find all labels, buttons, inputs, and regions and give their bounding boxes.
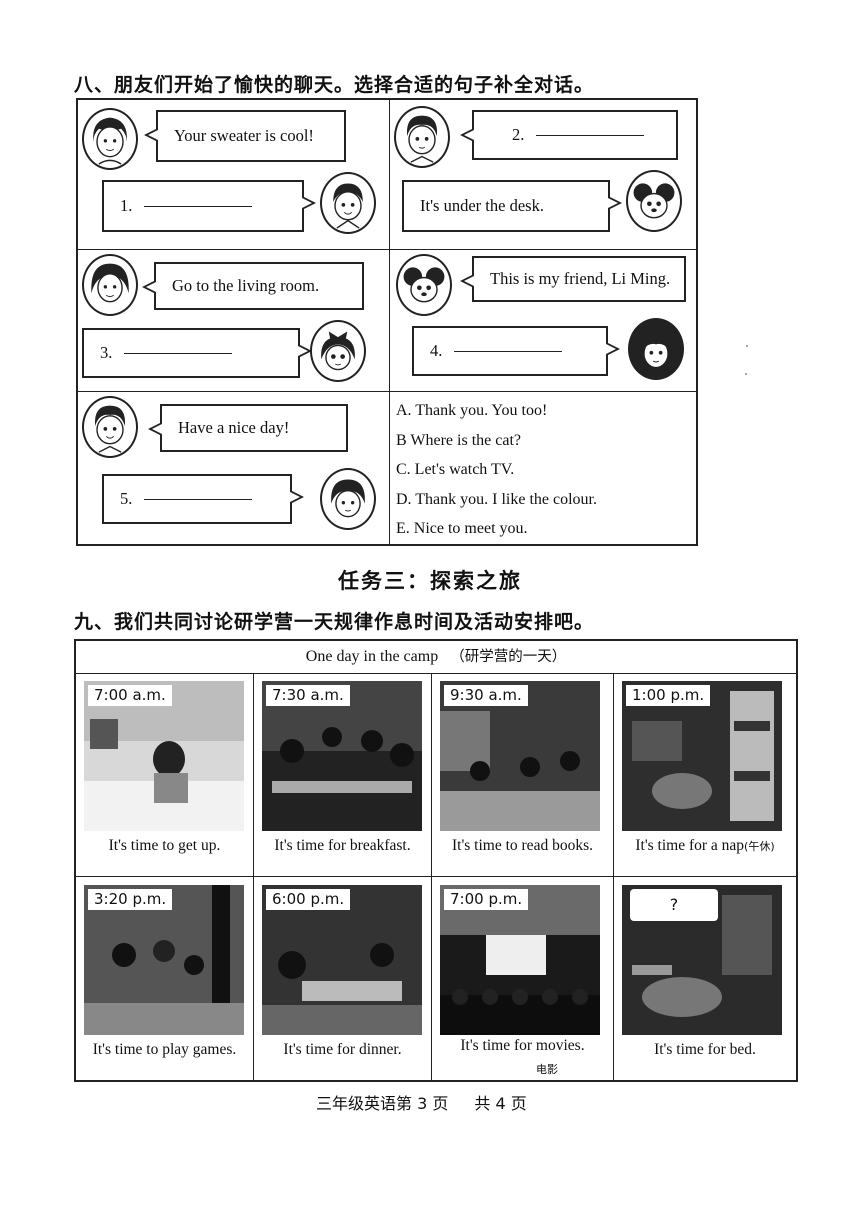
speech-bubble: It's under the desk. — [402, 180, 622, 232]
answer-blank-5[interactable] — [144, 498, 253, 500]
girl-with-bow-avatar-icon — [310, 320, 366, 382]
schedule-caption-1: It's time to get up. — [108, 837, 221, 854]
schedule-caption-3: It's time to read books. — [452, 837, 593, 854]
girl-dark-avatar-icon — [628, 318, 684, 380]
boy-avatar-icon — [394, 106, 450, 168]
schedule-caption-6: It's time for dinner. — [283, 1041, 402, 1058]
answer-blank-4[interactable] — [454, 350, 563, 352]
answer-number-5: 5. — [120, 489, 133, 508]
schedule-time-4: 1:00 p.m. — [626, 685, 711, 706]
dialogue-cell-4: This is my friend, Li Ming. 4. — [390, 250, 698, 392]
schedule-time-6: 6:00 p.m. — [266, 889, 351, 910]
bedtime-photo: ? — [622, 885, 782, 1035]
girl-avatar-icon — [82, 108, 138, 170]
schedule-caption-5: It's time to play games. — [92, 1041, 237, 1058]
answer-blank-1[interactable] — [144, 205, 253, 207]
options-cell: A. Thank you. You too! B Where is the ca… — [390, 392, 698, 544]
schedule-cell-7: 7:00 p.m. It's time for movies. 电影 — [432, 877, 614, 1080]
option-a: A. Thank you. You too! — [396, 402, 548, 419]
camp-schedule-table: One day in the camp （研学营的一天） 7:00 a.m. It… — [74, 639, 798, 1082]
girl-avatar-icon — [82, 254, 138, 316]
movies-photo: 7:00 p.m. — [440, 885, 600, 1035]
schedule-cell-4: 1:00 p.m. It's time for a nap(午休) — [614, 673, 796, 877]
boy-avatar-icon — [320, 172, 376, 234]
option-c: C. Let's watch TV. — [396, 461, 515, 478]
mouse-avatar-icon — [626, 170, 682, 232]
schedule-caption-7: It's time for movies. — [460, 1037, 585, 1054]
dialog-2-prompt: It's under the desk. — [420, 196, 544, 215]
playing-games-photo: 3:20 p.m. — [84, 885, 244, 1035]
schedule-time-2: 7:30 a.m. — [266, 685, 350, 706]
schedule-time-1: 7:00 a.m. — [88, 685, 172, 706]
schedule-cell-5: 3:20 p.m. It's time to play games. — [76, 877, 254, 1080]
boy-avatar-icon — [82, 396, 138, 458]
speech-bubble: Your sweater is cool! — [144, 110, 346, 162]
answer-bubble-2: 2. — [460, 110, 678, 160]
dialog-4-prompt: This is my friend, Li Ming. — [490, 269, 671, 288]
option-d: D. Thank you. I like the colour. — [396, 490, 597, 508]
schedule-caption-4-text: It's time for a nap — [635, 837, 745, 854]
making-bed-photo: 7:00 a.m. — [84, 681, 244, 831]
schedule-cell-1: 7:00 a.m. It's time to get up. — [76, 673, 254, 877]
movie-note-cn: 电影 — [536, 1063, 558, 1076]
schedule-cell-6: 6:00 p.m. It's time for dinner. — [254, 877, 432, 1080]
camp-table-title-cn: （研学营的一天） — [450, 649, 567, 665]
answer-number-4: 4. — [430, 341, 443, 360]
speech-bubble: This is my friend, Li Ming. — [460, 256, 686, 302]
schedule-cell-2: 7:30 a.m. It's time for breakfast. — [254, 673, 432, 877]
reading-books-photo: 9:30 a.m. — [440, 681, 600, 831]
answer-bubble-3: 3. — [82, 328, 312, 378]
speech-bubble: Go to the living room. — [142, 262, 364, 310]
task-3-title: 任务三：探索之旅 — [338, 569, 522, 593]
answer-bubble-5: 5. — [102, 474, 304, 524]
dialog-1-prompt: Your sweater is cool! — [174, 126, 314, 145]
dialog-3-prompt: Go to the living room. — [172, 276, 320, 295]
answer-number-3: 3. — [100, 343, 113, 362]
answer-blank-3[interactable] — [124, 352, 233, 354]
answer-options: A. Thank you. You too! B Where is the ca… — [396, 396, 597, 544]
schedule-caption-4: It's time for a nap(午休) — [614, 837, 796, 855]
schedule-time-3: 9:30 a.m. — [444, 685, 528, 706]
dialogue-cell-3: Go to the living room. 3. — [78, 250, 390, 392]
section-8-title: 八、朋友们开始了愉快的聊天。选择合适的句子补全对话。 — [74, 74, 595, 96]
breakfast-photo: 7:30 a.m. — [262, 681, 422, 831]
schedule-time-7: 7:00 p.m. — [444, 889, 529, 910]
girl-avatar-icon — [320, 468, 376, 530]
schedule-cell-3: 9:30 a.m. It's time to read books. — [432, 673, 614, 877]
nap-dorm-photo: 1:00 p.m. — [622, 681, 782, 831]
dialogue-cell-5: Have a nice day! 5. — [78, 392, 390, 544]
section-9-title: 九、我们共同讨论研学营一天规律作息时间及活动安排吧。 — [74, 611, 595, 633]
mouse-avatar-icon — [396, 254, 452, 316]
scan-speck-icon — [745, 345, 748, 375]
answer-number-2: 2. — [512, 125, 525, 144]
dinner-photo: 6:00 p.m. — [262, 885, 422, 1035]
schedule-cell-8: ? It's time for bed. — [614, 877, 796, 1080]
answer-bubble-4: 4. — [412, 326, 620, 376]
page-number: 三年级英语第 3 页 — [316, 1094, 449, 1113]
answer-bubble-1: 1. — [102, 180, 316, 232]
camp-table-title: One day in the camp — [305, 648, 439, 665]
unknown-time-box[interactable]: ? — [630, 889, 718, 921]
schedule-caption-4-cn: (午休) — [744, 840, 775, 853]
schedule-time-5: 3:20 p.m. — [88, 889, 173, 910]
dialogue-cell-2: 2. It's under the desk. — [390, 100, 698, 250]
answer-blank-2[interactable] — [536, 134, 645, 136]
page-footer: 三年级英语第 3 页 共 4 页 — [316, 1090, 527, 1114]
dialogue-cell-1: Your sweater is cool! 1. — [78, 100, 390, 250]
speech-bubble: Have a nice day! — [148, 404, 348, 452]
dialog-5-prompt: Have a nice day! — [178, 418, 290, 437]
schedule-caption-2: It's time for breakfast. — [274, 837, 411, 854]
answer-number-1: 1. — [120, 196, 133, 215]
dialogue-grid: Your sweater is cool! 1. 2. It's under t… — [76, 98, 698, 546]
total-pages: 共 4 页 — [474, 1094, 527, 1113]
option-b: B Where is the cat? — [396, 431, 521, 449]
option-e: E. Nice to meet you. — [396, 520, 528, 537]
schedule-caption-8: It's time for bed. — [654, 1041, 756, 1058]
camp-table-header: One day in the camp （研学营的一天） — [76, 641, 796, 674]
